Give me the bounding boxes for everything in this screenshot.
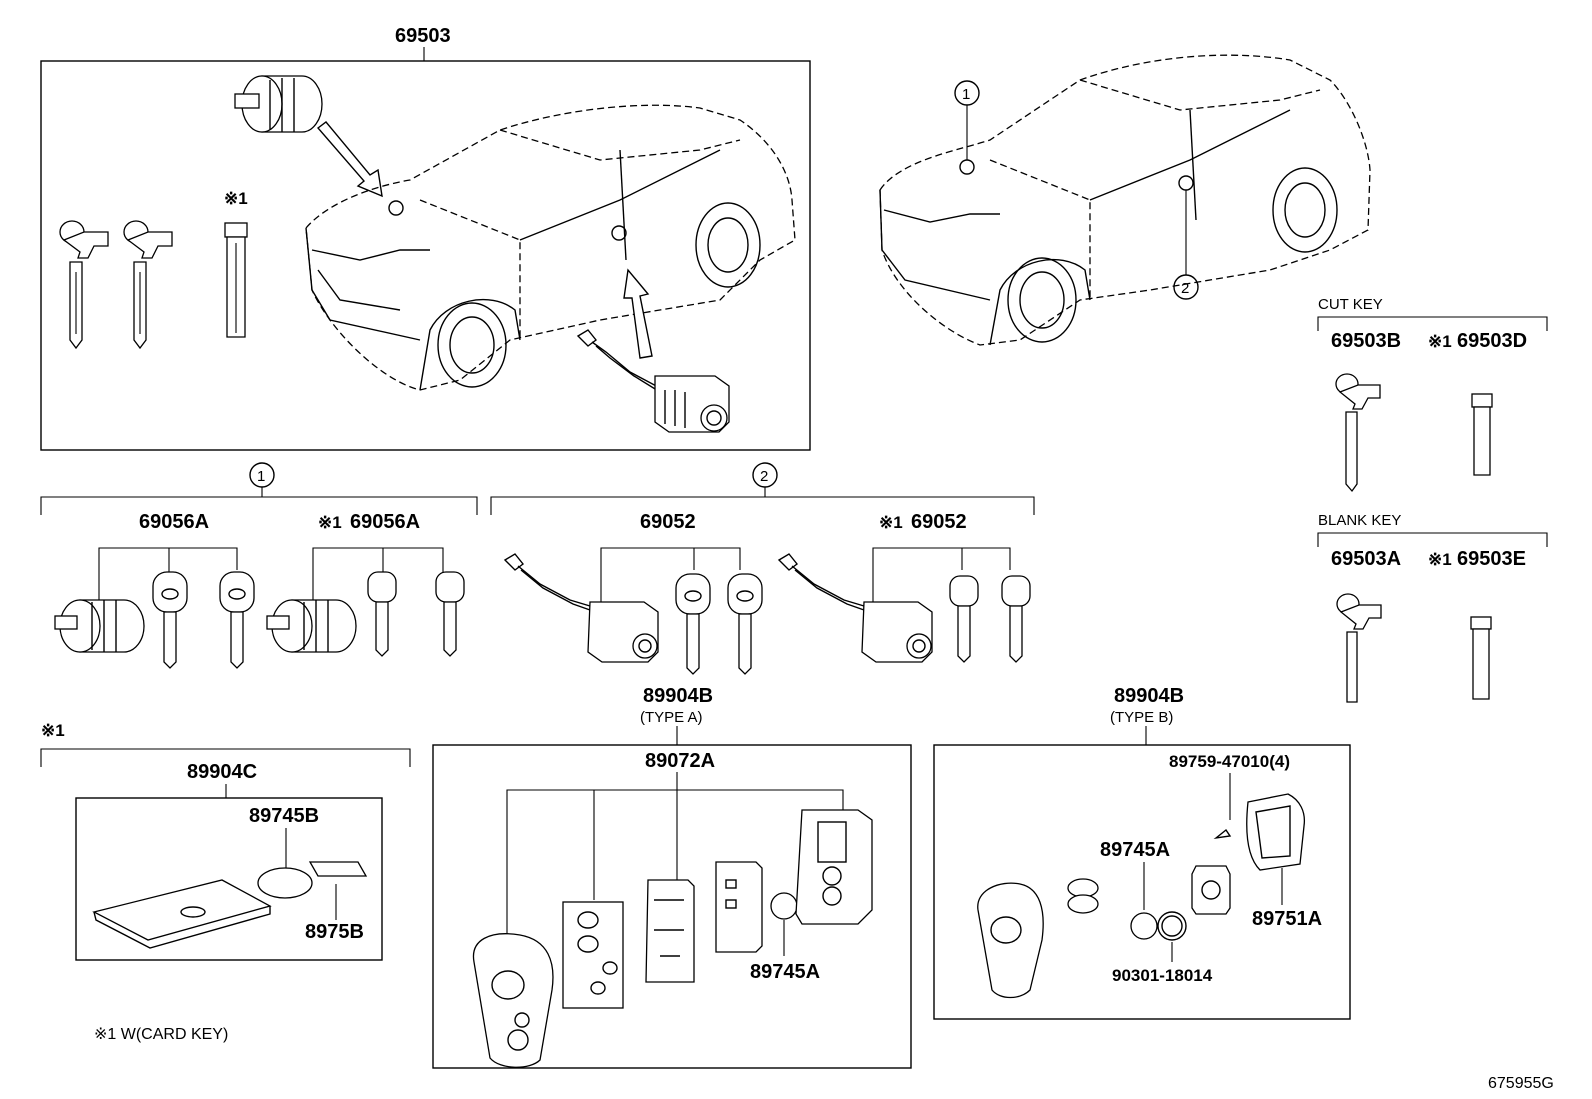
smart-key-type-a: 89904B (TYPE A) 89072A 89745A <box>432 685 912 1069</box>
type-label: (TYPE B) <box>1110 709 1173 726</box>
blank-key-heading: BLANK KEY <box>1318 512 1401 529</box>
assembly-69503: 69503 ※1 <box>40 25 811 451</box>
part-number-8975B[interactable]: 8975B <box>305 921 364 943</box>
blank-card-blade-illustration <box>1470 616 1492 700</box>
note-mark: ※1 <box>224 189 248 208</box>
door-lock-cylinder-illustration <box>503 553 659 663</box>
part-number-69503B[interactable]: 69503B <box>1331 330 1401 352</box>
ignition-cylinder-illustration <box>234 75 323 133</box>
card-key-illustration <box>92 861 368 949</box>
part-number-90301-18014[interactable]: 90301-18014 <box>1112 966 1213 985</box>
key-pair-illustration <box>59 220 173 350</box>
part-number-69052[interactable]: 69052 <box>640 511 696 533</box>
card-key-set: ※1 89904C 89745B 8975B <box>40 721 411 961</box>
smart-key-type-b: 89904B (TYPE B) 89759-47010(4) 89745A 89… <box>933 685 1351 1020</box>
blank-key-group: BLANK KEY 69503A ※1 69503E <box>1317 512 1548 703</box>
cylinder-illustration <box>54 599 145 653</box>
part-number-89745A-b[interactable]: 89745A <box>1100 839 1170 861</box>
card-key-illustration <box>367 571 465 657</box>
callout-1[interactable]: 1 <box>962 86 970 103</box>
note-mark: ※1 <box>879 513 903 532</box>
arrow-icon <box>316 121 383 198</box>
part-number-69056A-card[interactable]: 69056A <box>350 511 420 533</box>
cut-key-illustration <box>1335 373 1381 493</box>
vehicle-illustration <box>305 104 796 391</box>
card-key-blade-illustration <box>224 222 248 338</box>
part-number-69503A[interactable]: 69503A <box>1331 548 1401 570</box>
note-mark: ※1 <box>1428 550 1452 569</box>
card-key-blade-illustration <box>1471 393 1493 476</box>
cylinder-illustration <box>266 599 357 653</box>
part-number-89904C[interactable]: 89904C <box>187 761 257 783</box>
diagram-code: 675955G <box>1488 1075 1554 1092</box>
part-number-69503D[interactable]: 69503D <box>1457 330 1527 352</box>
part-number-89745A[interactable]: 89745A <box>750 961 820 983</box>
note-mark: ※1 <box>1428 332 1452 351</box>
cut-key-heading: CUT KEY <box>1318 296 1383 313</box>
vehicle-location-diagram: 1 2 <box>879 54 1371 346</box>
part-number-89072A[interactable]: 89072A <box>645 750 715 772</box>
door-lock-cylinder-illustration <box>777 553 933 663</box>
part-number-89745B[interactable]: 89745B <box>249 805 319 827</box>
group-1-lock-set: 1 69056A ※1 69056A <box>40 462 478 669</box>
callout-1[interactable]: 1 <box>257 468 265 485</box>
key-fob-type-b-illustration <box>977 793 1306 999</box>
arrow-icon <box>623 268 653 359</box>
key-illustration <box>152 571 255 669</box>
part-number-69503[interactable]: 69503 <box>395 25 451 47</box>
part-number-69056A[interactable]: 69056A <box>139 511 209 533</box>
key-illustration <box>675 573 763 675</box>
callout-2[interactable]: 2 <box>1181 280 1189 297</box>
part-number-89759-47010[interactable]: 89759-47010(4) <box>1169 752 1290 771</box>
card-key-illustration <box>949 575 1031 663</box>
part-number-89904B-b[interactable]: 89904B <box>1114 685 1184 707</box>
note-mark: ※1 <box>318 513 342 532</box>
callout-2[interactable]: 2 <box>760 468 768 485</box>
part-number-89904B[interactable]: 89904B <box>643 685 713 707</box>
footnote: ※1 W(CARD KEY) <box>94 1026 228 1043</box>
part-number-69052-card[interactable]: 69052 <box>911 511 967 533</box>
blank-key-illustration <box>1336 593 1382 703</box>
door-lock-cylinder-illustration <box>576 329 730 433</box>
cut-key-group: CUT KEY 69503B ※1 69503D <box>1317 296 1548 493</box>
part-number-69503E[interactable]: 69503E <box>1457 548 1526 570</box>
key-fob-case-illustration <box>472 809 873 1068</box>
note-mark: ※1 <box>41 721 65 740</box>
group-2-lock-set: 2 69052 ※1 69052 <box>490 462 1035 675</box>
part-number-89751A[interactable]: 89751A <box>1252 908 1322 930</box>
type-label: (TYPE A) <box>640 709 703 726</box>
